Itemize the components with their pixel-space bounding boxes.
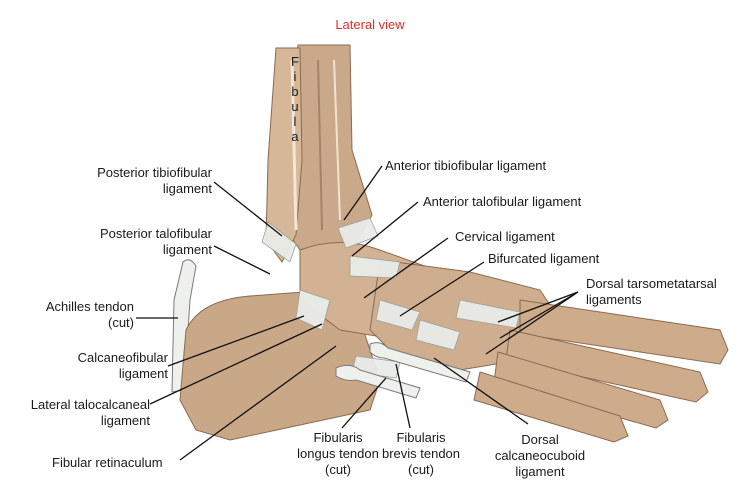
leader-dorsal-tarsometatarsal-2 [499,291,579,339]
leader-anterior-talofibular [351,201,419,257]
leader-fibularis-brevis [395,363,411,429]
label-posterior-tibiofibular: Posterior tibiofibular ligament [97,165,212,196]
leader-lines [136,165,579,461]
ligaments [261,217,521,379]
leader-dorsal-tarsometatarsal-3 [485,291,579,355]
metatarsals [473,299,729,443]
label-calcaneofibular: Calcaneofibular ligament [77,350,168,381]
leader-cervical [363,237,449,299]
leader-posterior-talofibular [213,245,271,275]
leader-posterior-tibiofibular [213,181,283,237]
label-fibularis-longus: Fibularis longus tendon (cut) [297,430,379,477]
label-anterior-tibiofibular: Anterior tibiofibular ligament [385,158,547,173]
label-achilles-tendon: Achilles tendon (cut) [45,299,134,330]
fibularis-tendons [335,342,471,399]
leader-calcaneofibular [167,315,305,367]
leader-dorsal-calcaneocuboid [433,357,529,425]
label-fibular-retinaculum: Fibular retinaculum [52,455,163,470]
leg-bones [265,44,373,263]
label-dorsal-tarsometatarsal: Dorsal tarsometatarsal ligaments [586,276,717,307]
label-posterior-talofibular: Posterior talofibular ligament [100,226,212,257]
label-dorsal-calcaneocuboid: Dorsal calcaneocuboid ligament [494,432,586,479]
leader-fibularis-longus [341,377,387,429]
leader-fibular-retinaculum [179,345,337,461]
view-title: Lateral view [335,17,405,32]
label-bifurcated: Bifurcated ligament [488,251,600,266]
leader-lateral-talocalcaneal [149,323,323,405]
leader-anterior-tibiofibular [343,165,383,221]
leader-dorsal-tarsometatarsal-1 [497,291,579,323]
label-lateral-talocalcaneal: Lateral talocalcaneal ligament [30,397,150,428]
calcaneus [179,289,381,441]
fibula-label: F i b u l a [291,54,299,144]
leader-bifurcated [399,261,485,317]
label-fibularis-brevis: Fibularis brevis tendon (cut) [381,430,461,477]
label-anterior-talofibular: Anterior talofibular ligament [423,194,582,209]
label-cervical: Cervical ligament [455,229,555,244]
